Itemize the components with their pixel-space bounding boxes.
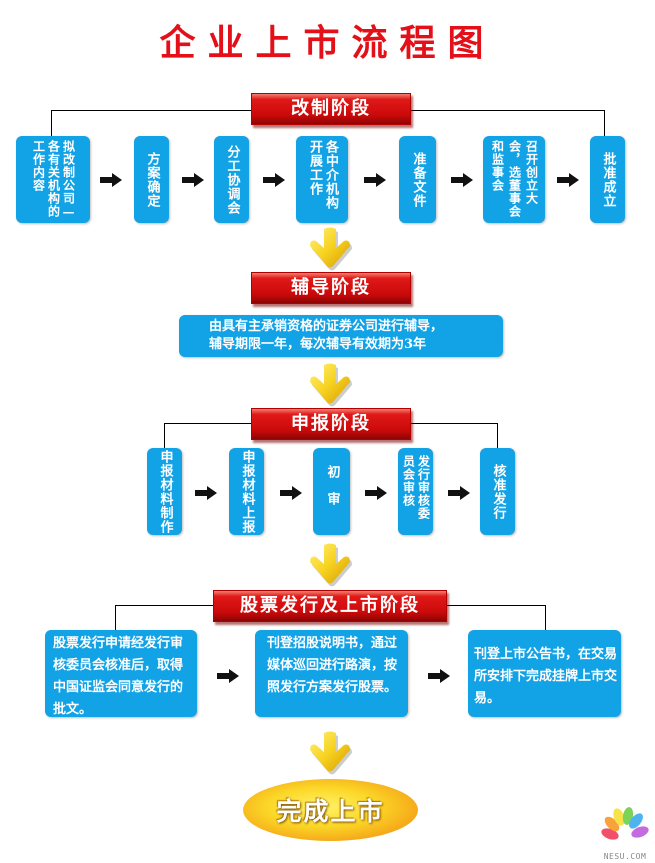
step-box: 批准成立 (590, 136, 625, 223)
step-label: 拟改制公司—各有关机构的工作内容 (31, 139, 76, 220)
step-label: 股票发行申请经发行审核委员会核准后，取得中国证监会同意发行的批文。 (53, 636, 184, 717)
stage-banner-restructuring: 改制阶段 (251, 93, 411, 125)
connector-line (51, 110, 251, 111)
page-title: 企业上市流程图 (159, 22, 496, 64)
down-arrow-icon (307, 362, 353, 408)
right-arrow-icon (280, 486, 302, 500)
right-arrow-icon (217, 669, 239, 683)
right-arrow-icon (557, 173, 579, 187)
down-arrow-icon (307, 226, 353, 272)
step-box: 刊登招股说明书，通过媒体巡回进行路演，按照发行方案发行股票。 (255, 630, 408, 717)
final-listing-ellipse: 完成上市 (243, 779, 418, 841)
step-label: 刊登上市公告书，在交易所安排下完成挂牌上市交易。 (474, 647, 618, 706)
connector-line (604, 110, 605, 136)
step-box: 召开创立大会，选董事会和监事会 (483, 136, 545, 223)
connector-line (545, 605, 546, 630)
right-arrow-icon (365, 486, 387, 500)
step-label: 核准发行 (490, 463, 506, 520)
down-arrow-icon (307, 542, 353, 588)
final-label: 完成上市 (276, 797, 385, 826)
right-arrow-icon (195, 486, 217, 500)
connector-line (164, 423, 165, 448)
stage-banner-application: 申报阶段 (251, 408, 411, 440)
watermark-logo: NESU.COM (598, 806, 652, 861)
connector-line (115, 605, 215, 606)
step-label: 批准成立 (600, 151, 616, 208)
connector-line (446, 605, 546, 606)
step-label: 申报材料上报 (239, 449, 255, 534)
step-label: 召开创立大会，选董事会和监事会 (490, 139, 539, 218)
connector-line (115, 605, 116, 630)
right-arrow-icon (428, 669, 450, 683)
step-box: 准备文件 (399, 136, 436, 223)
step-box: 发行审核委员会审核 (398, 448, 433, 535)
step-box: 分工协调会 (214, 136, 249, 223)
stage-banner-tutoring: 辅导阶段 (251, 272, 411, 304)
step-box: 申报材料上报 (229, 448, 264, 535)
description-line: 由具有主承销资格的证券公司进行辅导， (209, 319, 444, 334)
step-box: 刊登上市公告书，在交易所安排下完成挂牌上市交易。 (468, 630, 621, 717)
connector-line (409, 423, 497, 424)
step-box: 核准发行 (480, 448, 515, 535)
connector-line (164, 423, 251, 424)
right-arrow-icon (364, 173, 386, 187)
watermark-text: NESU.COM (603, 852, 647, 861)
step-box: 申报材料制作 (147, 448, 182, 535)
step-label: 发行审核委员会审核 (401, 454, 431, 520)
step-label: 分工协调会 (224, 144, 240, 215)
description-line: 辅导期限一年，每次辅导有效期为3年 (209, 337, 427, 352)
step-label: 准备文件 (410, 151, 426, 208)
step-box: 拟改制公司—各有关机构的工作内容 (16, 136, 90, 223)
peacock-logo-icon (601, 807, 649, 840)
connector-line (51, 110, 52, 136)
right-arrow-icon (100, 173, 122, 187)
step-label: 刊登招股说明书，通过媒体巡回进行路演，按照发行方案发行股票。 (267, 636, 398, 695)
step-label: 方案确定 (144, 151, 160, 208)
step-box: 方案确定 (134, 136, 169, 223)
step-box: 股票发行申请经发行审核委员会核准后，取得中国证监会同意发行的批文。 (45, 630, 197, 717)
step-box: 初审 (313, 448, 350, 535)
right-arrow-icon (182, 173, 204, 187)
step-label: 各中介机构开展工作 (307, 139, 338, 210)
right-arrow-icon (263, 173, 285, 187)
step-box: 各中介机构开展工作 (296, 136, 348, 223)
stage-banner-issuance-listing: 股票发行及上市阶段 (213, 590, 447, 622)
tutoring-description-box: 由具有主承销资格的证券公司进行辅导， 辅导期限一年，每次辅导有效期为3年 (179, 315, 503, 357)
right-arrow-icon (448, 486, 470, 500)
connector-line (497, 423, 498, 448)
step-label: 初审 (324, 464, 340, 519)
connector-line (410, 110, 604, 111)
down-arrow-icon (307, 730, 353, 776)
step-label: 申报材料制作 (157, 449, 173, 534)
right-arrow-icon (451, 173, 473, 187)
